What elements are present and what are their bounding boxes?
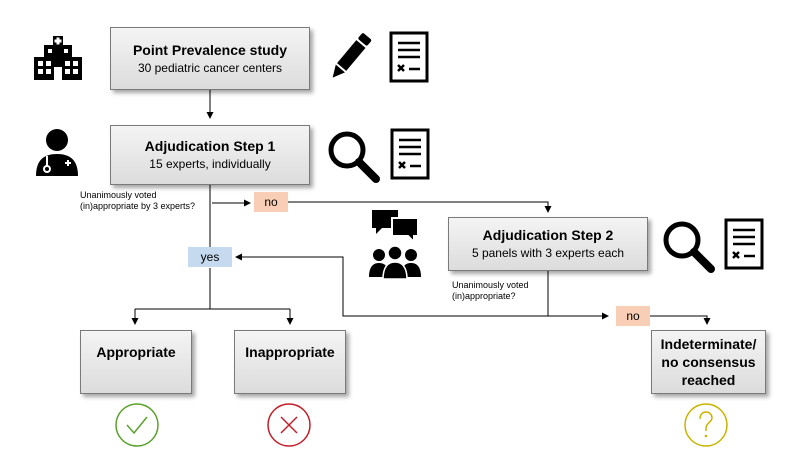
step1-subtitle: 15 experts, individually xyxy=(149,157,271,171)
arrow-no-to-step2 xyxy=(288,201,552,213)
arrow-no2-to-indeterminate xyxy=(650,315,711,325)
no-tag-step2: no xyxy=(616,306,650,326)
pencil-icon xyxy=(332,33,372,78)
inappropriate-box: Inappropriate xyxy=(234,330,346,394)
chat-bubbles-icon xyxy=(372,210,419,244)
step2-title: Adjudication Step 2 xyxy=(482,227,614,243)
group-icon xyxy=(369,245,421,279)
appropriate-title: Appropriate xyxy=(96,344,176,360)
indeterminate-box: Indeterminate/ no consensus reached xyxy=(651,330,766,394)
prevalence-study-subtitle: 30 pediatric cancer centers xyxy=(137,60,283,75)
check-circle-icon xyxy=(115,403,159,447)
hospital-icon xyxy=(34,36,82,80)
no-tag-step1: no xyxy=(254,192,288,212)
question-circle-icon xyxy=(684,403,728,447)
adjudication-step2-box: Adjudication Step 2 5 panels with 3 expe… xyxy=(448,217,648,271)
document-icon xyxy=(390,128,430,180)
step1-title: Adjudication Step 1 xyxy=(144,138,276,154)
document-icon xyxy=(389,31,429,83)
doctor-icon xyxy=(36,129,78,176)
question-step2: Unanimously voted (in)appropriate? xyxy=(452,280,529,301)
yes-tag: yes xyxy=(188,247,232,267)
adjudication-step1-box: Adjudication Step 1 15 experts, individu… xyxy=(110,125,310,185)
step2-subtitle: 5 panels with 3 experts each xyxy=(471,246,625,260)
magnifier-icon xyxy=(663,221,715,273)
prevalence-study-box: Point Prevalence study 30 pediatric canc… xyxy=(110,27,310,90)
magnifier-icon xyxy=(328,131,380,183)
question-step1: Unanimously voted (in)appropriate by 3 e… xyxy=(80,190,196,211)
appropriate-box: Appropriate xyxy=(80,330,192,394)
document-icon xyxy=(724,218,764,270)
cross-circle-icon xyxy=(267,403,311,447)
inappropriate-title: Inappropriate xyxy=(245,344,335,360)
indeterminate-title: Indeterminate/ no consensus reached xyxy=(660,336,757,388)
arrow-back-to-yes xyxy=(235,253,548,317)
prevalence-study-title: Point Prevalence study xyxy=(132,41,288,58)
